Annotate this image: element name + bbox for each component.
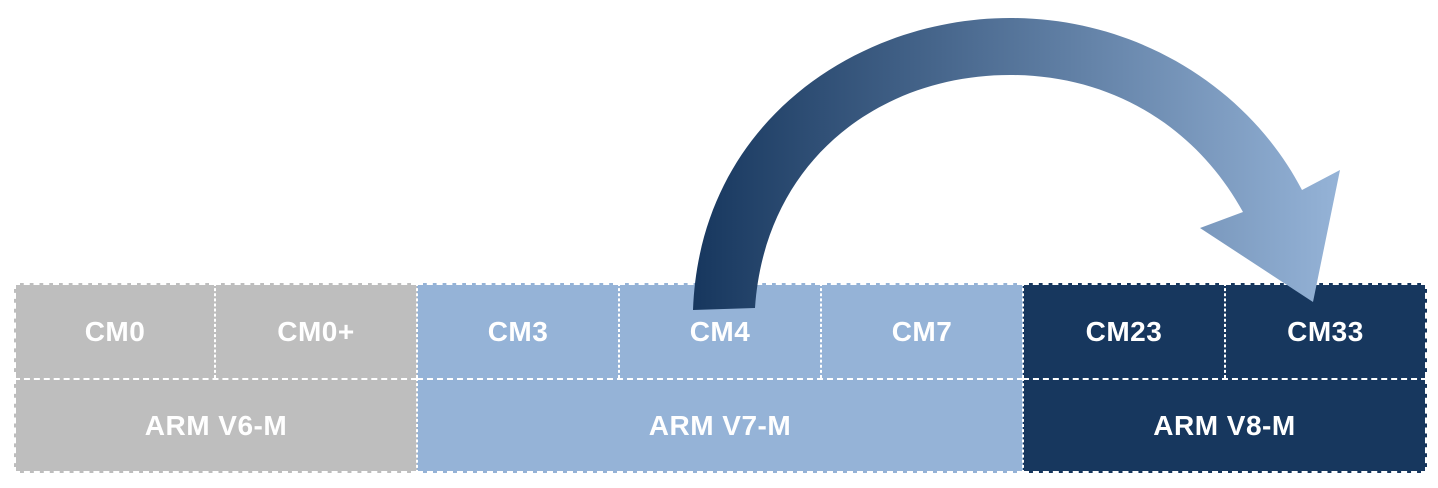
core-cm0: CM0 (14, 283, 215, 378)
core-label: CM7 (891, 315, 953, 347)
core-label: CM33 (1287, 315, 1364, 347)
core-cm0plus: CM0+ (215, 283, 417, 378)
core-cm4: CM4 (619, 283, 821, 378)
arch-v7m: ARM V7-M (417, 378, 1023, 473)
arch-label: ARM V7-M (648, 409, 792, 441)
core-cm33: CM33 (1225, 283, 1427, 378)
core-label: CM0 (84, 315, 146, 347)
core-label: CM3 (487, 315, 549, 347)
core-cm23: CM23 (1023, 283, 1225, 378)
core-label: CM0+ (277, 315, 355, 347)
arch-label: ARM V8-M (1153, 409, 1296, 441)
arch-v8m: ARM V8-M (1023, 378, 1427, 473)
arch-label: ARM V6-M (144, 409, 288, 441)
core-cm7: CM7 (821, 283, 1023, 378)
core-label: CM4 (689, 315, 751, 347)
arch-v6m: ARM V6-M (14, 378, 417, 473)
arrow-shape (693, 18, 1340, 310)
core-cm3: CM3 (417, 283, 619, 378)
core-label: CM23 (1085, 315, 1163, 347)
